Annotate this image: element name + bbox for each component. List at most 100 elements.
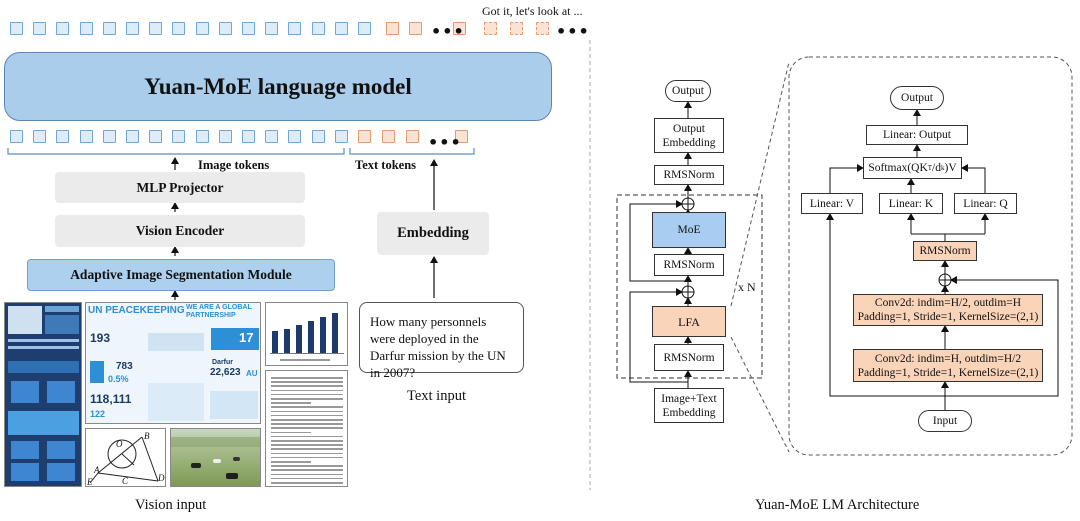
linear-v-box: Linear: V: [801, 193, 863, 214]
token-square: [149, 130, 163, 143]
document-text-line: [271, 419, 343, 421]
token-square: [242, 22, 255, 35]
token-square: [172, 130, 186, 143]
webpage-thumbnail: [4, 302, 82, 487]
linear-output-box: Linear: Output: [866, 125, 968, 145]
detail-input-node: Input: [918, 410, 972, 432]
output-embedding-box: Output Embedding: [654, 118, 724, 153]
conv-text: Conv2d: indim=H/2, outdim=H: [874, 297, 1022, 309]
architecture-caption: Yuan-MoE LM Architecture: [755, 497, 920, 513]
token-square: [56, 22, 70, 35]
un-stat: 122: [90, 409, 106, 419]
token-square: [126, 130, 139, 143]
token-square: [79, 130, 93, 143]
document-text-line: [271, 482, 343, 484]
token-square: [453, 22, 466, 35]
token-square: [288, 22, 302, 35]
token-square: [195, 22, 209, 35]
moe-box: MoE: [652, 212, 726, 248]
conv-text: Padding=1, Stride=1, KernelSize=(2,1): [857, 366, 1039, 379]
image-tokens-label: Image tokens: [198, 158, 270, 172]
token-square: [10, 130, 23, 143]
un-stat: 193: [90, 331, 111, 345]
token-square: [10, 22, 23, 35]
un-stat: 0.5%: [108, 374, 129, 384]
token-square: [102, 130, 116, 143]
un-darfur-text: Darfur: [212, 359, 234, 366]
token-square: [56, 130, 70, 143]
text-input-caption: Text input: [407, 388, 466, 404]
linear-k-box: Linear: K: [879, 193, 943, 214]
language-model-box: Yuan-MoE language model: [4, 52, 552, 121]
bar-chart-thumbnail: [265, 302, 348, 366]
token-square: [265, 22, 279, 35]
conv-downsample-box: Conv2d: indim=H, outdim=H/2 Padding=1, S…: [853, 349, 1043, 382]
document-text-line: [271, 402, 311, 404]
un-stat: 22,623: [210, 367, 241, 378]
document-text-line: [271, 473, 343, 476]
embedding-box: Embedding: [377, 212, 489, 255]
token-square: [242, 130, 255, 143]
vision-input-caption: Vision input: [135, 497, 207, 513]
ellipsis: •••: [431, 22, 465, 41]
token-square: [358, 130, 371, 143]
un-title-text: UN PEACEKEEPING: [88, 305, 185, 316]
conv-text: Padding=1, Stride=1, KernelSize=(2,1): [857, 311, 1039, 323]
token-square: [536, 22, 549, 35]
token-square: [126, 22, 139, 35]
detail-rmsnorm-box: RMSNorm: [913, 241, 977, 261]
lfa-box: LFA: [652, 306, 726, 337]
document-text-line: [271, 410, 343, 413]
input-embedding-box: Image+Text Embedding: [654, 388, 724, 423]
geometry-label: B: [144, 431, 150, 441]
detail-output-node: Output: [890, 86, 944, 110]
token-square: [358, 22, 371, 35]
token-square: [386, 22, 399, 35]
token-square: [102, 22, 116, 35]
document-text-line: [271, 385, 343, 387]
document-text-line: [271, 452, 343, 455]
document-text-line: [271, 461, 311, 463]
document-text-line: [271, 431, 311, 434]
document-text-line: [271, 389, 343, 392]
document-text-line: [271, 448, 343, 450]
token-square: [382, 130, 395, 143]
document-text-line: [271, 414, 343, 417]
linear-q-box: Linear: Q: [954, 193, 1017, 214]
mlp-projector-box: MLP Projector: [55, 172, 305, 203]
document-text-line: [271, 406, 343, 408]
generated-text-preview: Got it, let's look at ...: [482, 4, 583, 18]
softmax-sub: k: [941, 164, 945, 172]
un-stat: 17: [239, 330, 254, 345]
un-au-text: AU: [246, 369, 258, 378]
token-square: [311, 130, 325, 143]
softmax-text: )V: [944, 162, 957, 174]
token-square: [288, 130, 302, 143]
token-square: [149, 22, 163, 35]
repeat-label: x N: [738, 280, 756, 294]
token-square: [334, 22, 348, 35]
token-square: [33, 130, 47, 143]
token-square: [195, 130, 209, 143]
token-square: [406, 130, 419, 143]
geometry-label: E: [87, 477, 93, 487]
token-square: [484, 22, 497, 35]
token-square: [172, 22, 186, 35]
token-square: [33, 22, 47, 35]
document-text-line: [271, 377, 343, 379]
softmax-text: /d: [932, 162, 941, 174]
token-square: [408, 22, 422, 35]
document-text-line: [271, 423, 343, 425]
softmax-text: Softmax(QK: [868, 162, 928, 174]
ellipsis: •••: [428, 133, 462, 152]
conv-text: Conv2d: indim=H, outdim=H/2: [874, 352, 1022, 365]
token-square: [311, 22, 325, 35]
geometry-label: A: [94, 465, 100, 475]
segmentation-module-box: Adaptive Image Segmentation Module: [27, 259, 335, 291]
un-partnership-text: WE ARE A GLOBAL PARTNERSHIP: [186, 304, 252, 319]
document-text-line: [271, 440, 343, 442]
question-box: How many personnels were deployed in the…: [359, 302, 524, 380]
